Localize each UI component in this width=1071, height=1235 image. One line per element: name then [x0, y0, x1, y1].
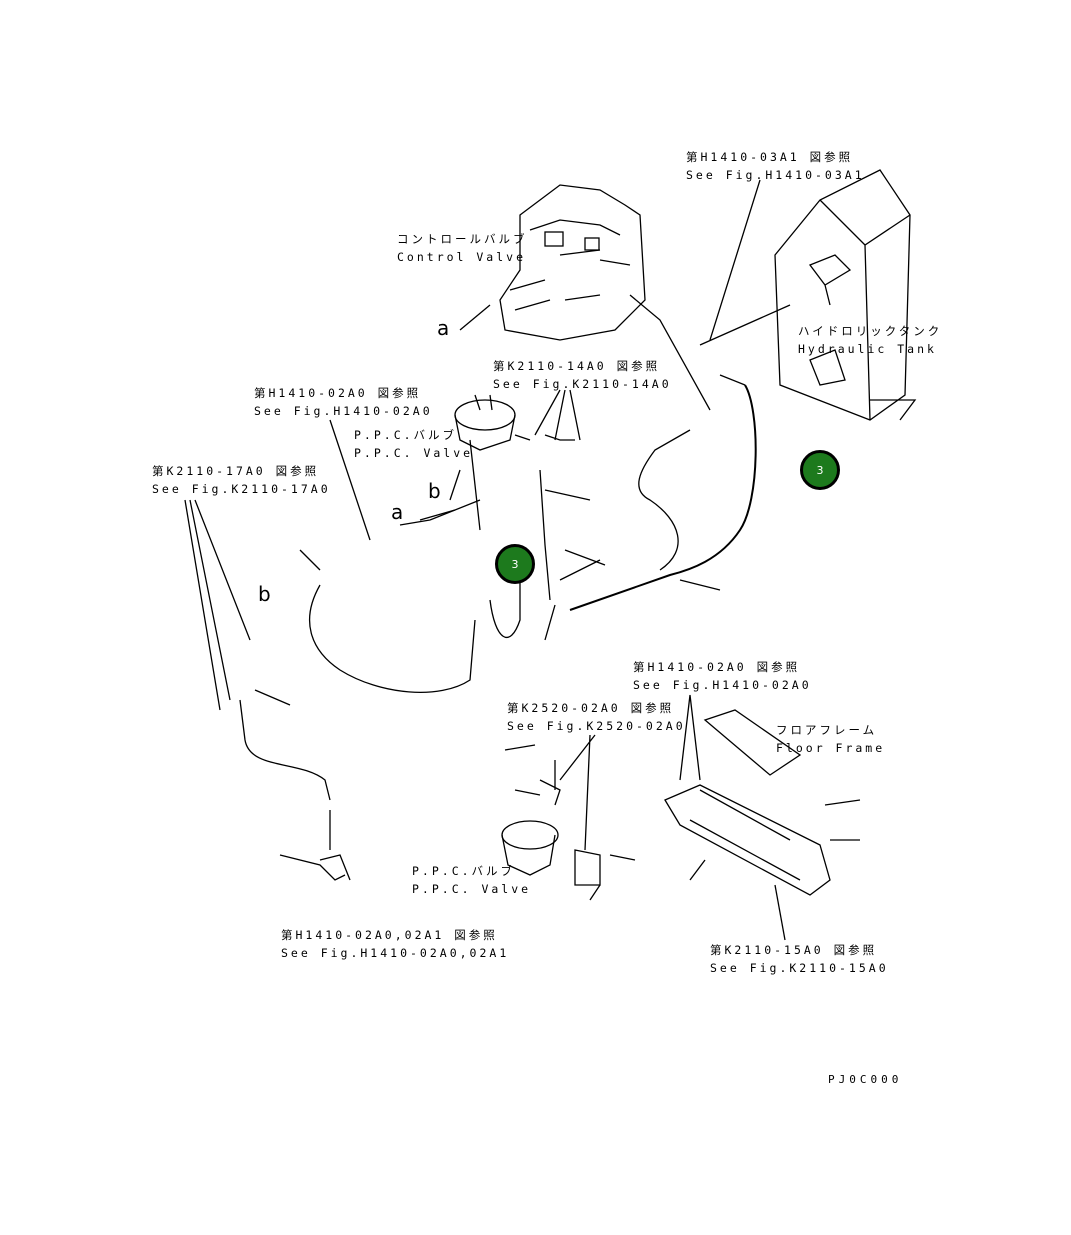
control-valve-drawing: [499, 184, 711, 411]
hose-lines: [239, 304, 791, 850]
ref-h1410-03a1-label: 第H1410-03A1 図参照 See Fig.H1410-03A1: [686, 148, 865, 184]
ref-h1410-02a0-02a1-en: See Fig.H1410-02A0,02A1: [281, 946, 510, 960]
connection-letter-a-secondary: a: [391, 500, 404, 524]
bracket-drawing: [279, 854, 351, 881]
part-callout-number: 3: [511, 557, 519, 571]
ref-h1410-02a0-top-label: 第H1410-02A0 図参照 See Fig.H1410-02A0: [254, 384, 433, 420]
floor-frame-drawing: [664, 709, 861, 896]
hydraulic-tank-label: ハイドロリックタンク Hydraulic Tank: [798, 322, 942, 358]
ref-k2110-14a0-ja: 第K2110-14A0 図参照: [493, 359, 661, 373]
ppc-valve-top-drawing: [454, 394, 575, 451]
ref-h1410-03a1-ja: 第H1410-03A1 図参照: [686, 150, 854, 164]
ref-h1410-02a0-top-en: See Fig.H1410-02A0: [254, 404, 433, 418]
part-callout-number: 3: [816, 463, 824, 477]
hydraulic-tank-en: Hydraulic Tank: [798, 342, 937, 356]
ref-h1410-02a0-right-label: 第H1410-02A0 図参照 See Fig.H1410-02A0: [633, 658, 812, 694]
part-callout-3[interactable]: 3: [800, 450, 840, 490]
ppc-valve-top-label: P.P.C.バルブ P.P.C. Valve: [354, 426, 473, 462]
connection-letter-a: a: [437, 316, 450, 340]
ppc-valve-bottom-label: P.P.C.バルブ P.P.C. Valve: [412, 862, 531, 898]
ref-h1410-02a0-right-en: See Fig.H1410-02A0: [633, 678, 812, 692]
ppc-valve-top-en: P.P.C. Valve: [354, 446, 474, 460]
ref-k2110-15a0-label: 第K2110-15A0 図参照 See Fig.K2110-15A0: [710, 941, 889, 977]
ref-k2520-02a0-en: See Fig.K2520-02A0: [507, 719, 686, 733]
control-valve-ja: コントロールバルブ: [397, 232, 528, 246]
ref-h1410-02a0-02a1-label: 第H1410-02A0,02A1 図参照 See Fig.H1410-02A0,…: [281, 926, 509, 962]
connection-letter-b: b: [428, 479, 441, 503]
ref-k2110-15a0-en: See Fig.K2110-15A0: [710, 961, 889, 975]
drawing-code: PJ0C000: [828, 1073, 903, 1086]
ref-k2520-02a0-ja: 第K2520-02A0 図参照: [507, 701, 675, 715]
ref-k2520-02a0-label: 第K2520-02A0 図参照 See Fig.K2520-02A0: [507, 699, 686, 735]
hydraulic-tank-ja: ハイドロリックタンク: [798, 324, 943, 338]
floor-frame-en: Floor Frame: [776, 741, 886, 755]
ref-k2110-14a0-en: See Fig.K2110-14A0: [493, 377, 672, 391]
leader-lines: [184, 179, 786, 941]
floor-frame-ja: フロアフレーム: [776, 723, 878, 737]
ppc-valve-bottom-en: P.P.C. Valve: [412, 882, 532, 896]
ppc-valve-bottom-ja: P.P.C.バルブ: [412, 864, 516, 878]
ref-k2110-17a0-label: 第K2110-17A0 図参照 See Fig.K2110-17A0: [152, 462, 331, 498]
ref-h1410-03a1-en: See Fig.H1410-03A1: [686, 168, 865, 182]
floor-frame-label: フロアフレーム Floor Frame: [776, 721, 885, 757]
ref-h1410-02a0-right-ja: 第H1410-02A0 図参照: [633, 660, 801, 674]
ref-h1410-02a0-02a1-ja: 第H1410-02A0,02A1 図参照: [281, 928, 498, 942]
connection-letter-b-secondary: b: [258, 582, 271, 606]
ref-h1410-02a0-top-ja: 第H1410-02A0 図参照: [254, 386, 422, 400]
ref-k2110-17a0-en: See Fig.K2110-17A0: [152, 482, 331, 496]
ref-k2110-15a0-ja: 第K2110-15A0 図参照: [710, 943, 878, 957]
control-valve-label: コントロールバルブ Control Valve: [397, 230, 528, 266]
hydraulic-tank-drawing: [774, 169, 917, 421]
part-callout-3-secondary[interactable]: 3: [495, 544, 535, 584]
ref-k2110-14a0-label: 第K2110-14A0 図参照 See Fig.K2110-14A0: [493, 357, 672, 393]
control-valve-en: Control Valve: [397, 250, 527, 264]
ppc-valve-top-ja: P.P.C.バルブ: [354, 428, 458, 442]
ref-k2110-17a0-ja: 第K2110-17A0 図参照: [152, 464, 320, 478]
